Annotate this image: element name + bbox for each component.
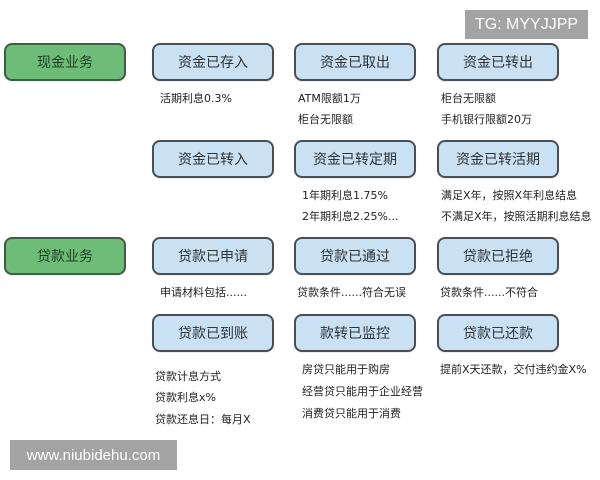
note-funds-to-current-1: 满足X年，按照X年利息结息 [441, 189, 578, 202]
state-funds-to-fixed: 资金已转定期 [294, 140, 416, 178]
note-loan-disbursed-2: 贷款利息x% [155, 391, 216, 404]
state-funds-deposited: 资金已存入 [152, 43, 274, 81]
note-funds-transferred-out-1: 柜台无限额 [441, 92, 496, 105]
note-funds-withdrawn-2: 柜台无限额 [298, 113, 353, 126]
note-loan-applied-1: 申请材料包括...... [160, 286, 247, 299]
note-funds-to-current-2: 不满足X年，按照活期利息结息 [441, 210, 592, 223]
state-funds-transferred-in: 资金已转入 [152, 140, 274, 178]
note-funds-to-fixed-1: 1年期利息1.75% [302, 189, 388, 202]
note-funds-to-fixed-2: 2年期利息2.25%... [302, 210, 399, 223]
category-loan-business: 贷款业务 [4, 237, 126, 275]
note-funds-deposited-1: 活期利息0.3% [160, 92, 232, 105]
state-funds-transferred-out: 资金已转出 [437, 43, 559, 81]
note-funds-transferred-out-2: 手机银行限额20万 [441, 113, 532, 126]
state-funds-withdrawn: 资金已取出 [294, 43, 416, 81]
category-cash-business: 现金业务 [4, 43, 126, 81]
state-loan-monitored: 款转已监控 [294, 314, 416, 352]
note-loan-disbursed-3: 贷款还息日：每月X [155, 413, 251, 426]
note-loan-rejected-1: 贷款条件......不符合 [440, 286, 538, 299]
state-loan-applied: 贷款已申请 [152, 237, 274, 275]
state-loan-disbursed: 贷款已到账 [152, 314, 274, 352]
note-loan-monitored-1: 房贷只能用于购房 [302, 363, 390, 376]
state-loan-repaid: 贷款已还款 [437, 314, 559, 352]
watermark-tg: TG: MYYJJPP [465, 10, 588, 39]
note-loan-repaid-1: 提前X天还款，交付违约金X% [440, 363, 587, 376]
note-loan-monitored-3: 消费贷只能用于消费 [302, 407, 401, 420]
watermark-website: www.niubidehu.com [10, 440, 177, 470]
note-funds-withdrawn-1: ATM限额1万 [298, 92, 361, 105]
note-loan-monitored-2: 经营贷只能用于企业经营 [302, 385, 423, 398]
note-loan-disbursed-1: 贷款计息方式 [155, 370, 221, 383]
state-loan-rejected: 贷款已拒绝 [437, 237, 559, 275]
state-funds-to-current: 资金已转活期 [437, 140, 559, 178]
note-loan-approved-1: 贷款条件......符合无误 [297, 286, 406, 299]
state-loan-approved: 贷款已通过 [294, 237, 416, 275]
